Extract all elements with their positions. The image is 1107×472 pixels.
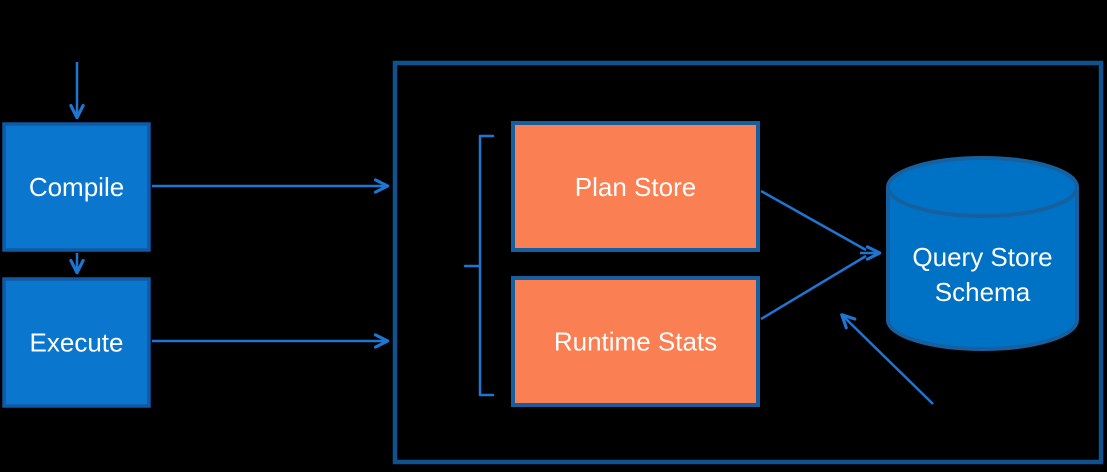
plan-store-label: Plan Store [575, 172, 696, 202]
cylinder-top [886, 156, 1079, 218]
runtime-stats-label: Runtime Stats [554, 327, 717, 357]
grouping-bracket [463, 134, 495, 397]
bottom-diagonal-arrow [840, 313, 934, 405]
query-store-schema-label-line1: Query Store [912, 242, 1052, 272]
plan-store-box [511, 121, 760, 252]
query-store-container-box [392, 60, 1104, 465]
plan-store-to-schema-line [760, 189, 867, 252]
runtime-stats-to-schema-line [760, 254, 867, 321]
runtime-stats-box [511, 276, 760, 407]
query-store-schema-label-line2: Schema [935, 277, 1031, 307]
execute-label: Execute [30, 328, 124, 358]
execute-box [2, 277, 151, 408]
compile-label: Compile [29, 172, 124, 202]
query-store-schema-cylinder: Query Store Schema [886, 156, 1079, 351]
cylinder-body [886, 185, 1079, 351]
compile-box [2, 122, 151, 252]
